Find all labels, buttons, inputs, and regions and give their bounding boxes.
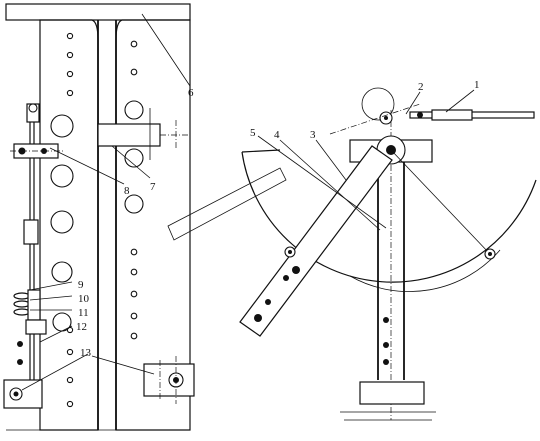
callout-11: 11	[78, 307, 89, 319]
callout-3: 3	[310, 129, 316, 141]
callout-labels: 1 2 3 4 5 6 7 8 9 10 11 12 13	[76, 79, 480, 359]
left-plate-large-holes	[50, 114, 74, 332]
right-plate-holes	[124, 40, 144, 340]
callout-5: 5	[250, 127, 256, 139]
callout-4: 4	[274, 129, 280, 141]
callout-10: 10	[78, 293, 90, 305]
callout-6: 6	[188, 87, 194, 99]
callout-1: 1	[474, 79, 480, 91]
leader-lines	[21, 13, 475, 391]
diagonal-arm	[239, 145, 393, 337]
left-view-column	[3, 3, 195, 431]
right-view-sector-mechanism	[167, 87, 537, 421]
bracket-7	[97, 123, 161, 147]
callout-7: 7	[150, 181, 156, 193]
left-plate-holes	[66, 32, 74, 408]
callout-13: 13	[80, 347, 92, 359]
callout-8: 8	[124, 185, 130, 197]
callout-9: 9	[78, 279, 84, 291]
callout-12: 12	[76, 321, 87, 333]
pendulum-rod-assembly	[3, 103, 64, 409]
top-flange	[5, 3, 191, 21]
callout-2: 2	[418, 81, 424, 93]
